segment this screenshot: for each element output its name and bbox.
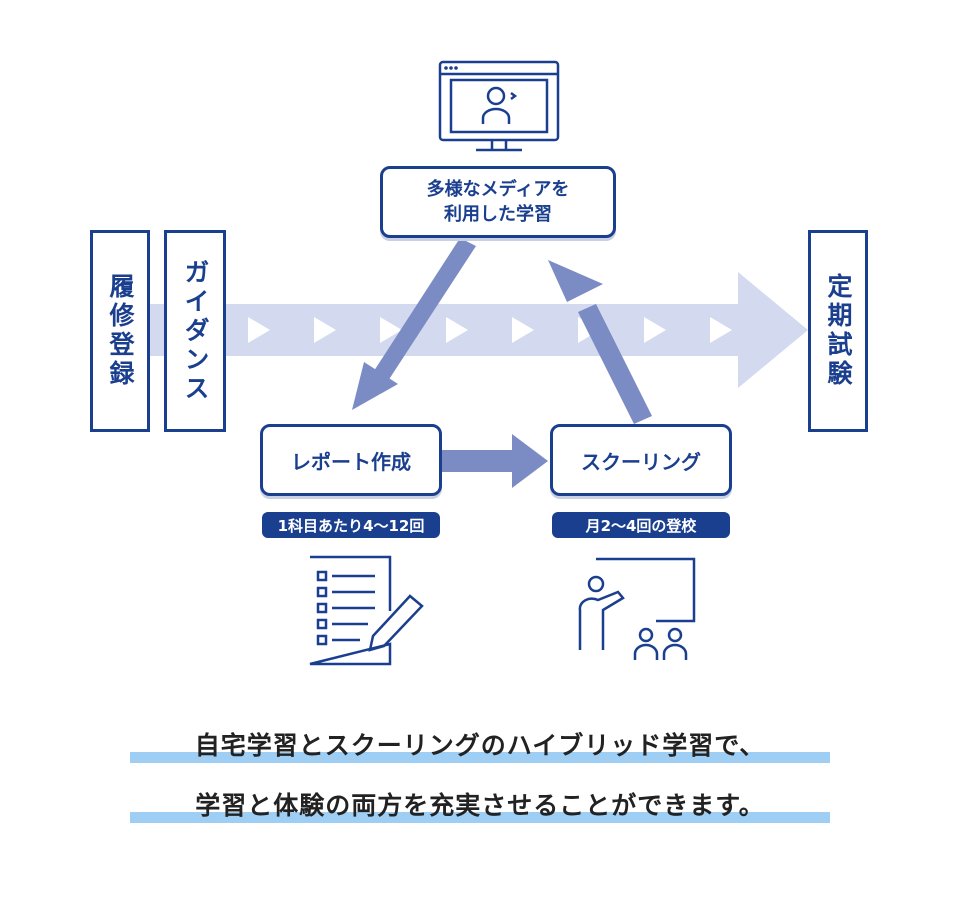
arrow-report-to-schooling [442, 434, 548, 488]
schooling-label: スクーリング [581, 449, 701, 474]
report-label: レポート作成 [291, 449, 411, 474]
report-frequency-pill: 1科目あたり4～12回 [262, 512, 440, 538]
box-guidance: ガイダンス [164, 230, 226, 432]
media-line1: 多様なメディアを [426, 179, 570, 200]
guidance-label: ガイダンス [181, 258, 210, 404]
caption-highlight-2 [130, 812, 830, 823]
arrow-schooling-to-media [548, 260, 652, 424]
box-exam: 定期試験 [808, 230, 868, 432]
box-schooling: スクーリング [550, 424, 732, 496]
arrow-media-to-report [352, 238, 476, 410]
box-media-learning: 多様なメディアを 利用した学習 [380, 166, 616, 238]
schooling-frequency-pill: 月2～4回の登校 [552, 512, 730, 538]
box-registration: 履修登録 [90, 230, 150, 432]
caption-line-1: 自宅学習とスクーリングのハイブリッド学習で、 [194, 731, 766, 760]
teacher-students-icon [578, 557, 696, 660]
flow-band-arrow [150, 272, 808, 388]
registration-label: 履修登録 [106, 273, 135, 389]
exam-label: 定期試験 [824, 273, 853, 389]
monitor-video-icon [438, 60, 560, 152]
report-frequency-text: 1科目あたり4～12回 [277, 516, 425, 535]
box-report: レポート作成 [260, 424, 442, 496]
media-line2: 利用した学習 [444, 204, 552, 225]
schooling-frequency-text: 月2～4回の登校 [585, 516, 697, 535]
checklist-pencil-icon [309, 555, 424, 666]
caption-highlight-1 [130, 752, 830, 763]
caption-line-2: 学習と体験の両方を充実させることができます。 [195, 791, 765, 820]
